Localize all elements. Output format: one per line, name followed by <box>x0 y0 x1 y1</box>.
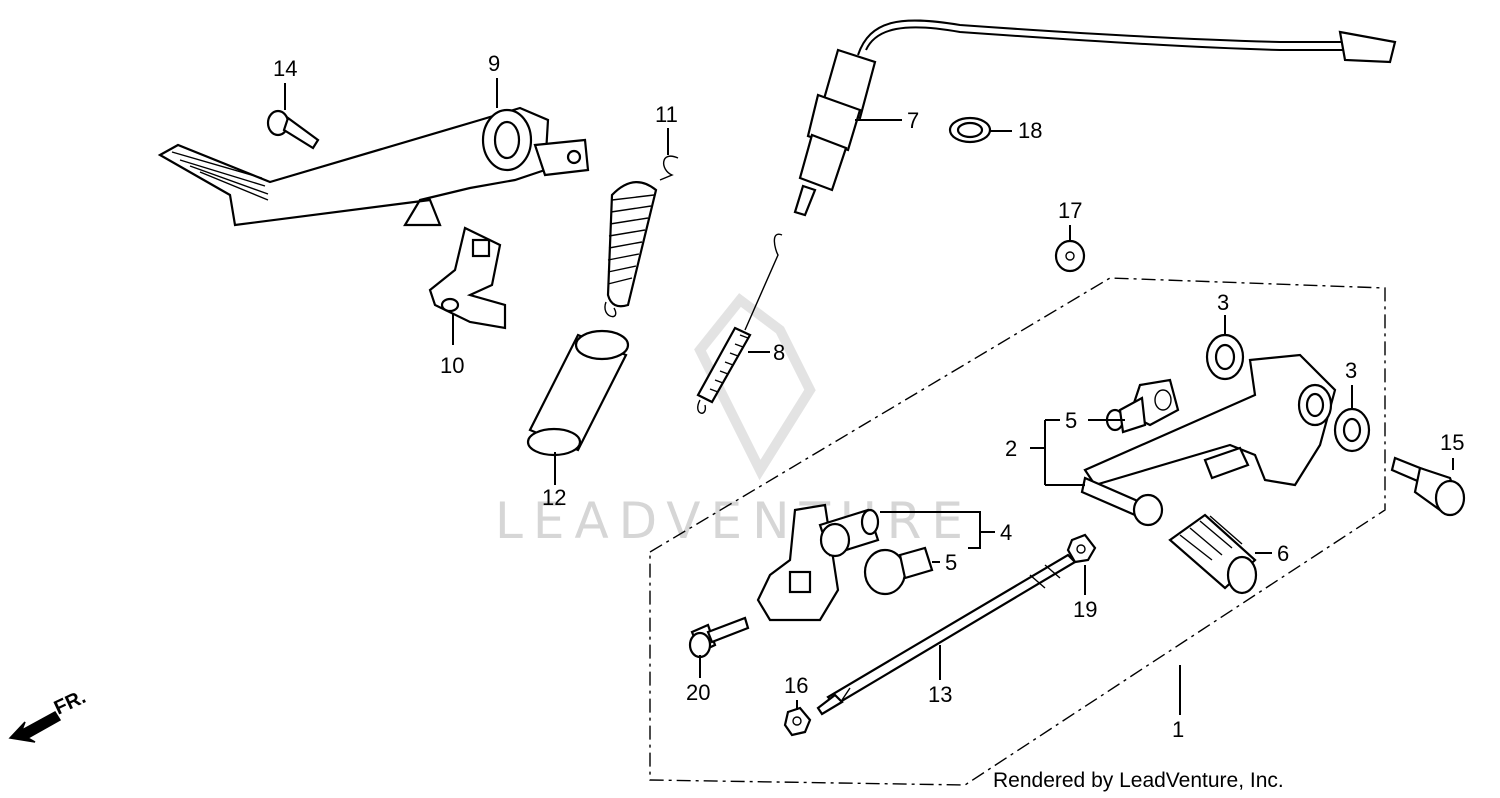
watermark-text: LEADVENTURE <box>495 492 973 550</box>
watermark: LEADVENTURE <box>495 293 973 550</box>
callouts: 14 9 11 7 18 17 10 12 8 3 3 5 2 15 4 5 6… <box>273 51 1464 742</box>
pivot-bolt <box>1390 456 1466 517</box>
callout-6: 6 <box>1277 541 1289 566</box>
switch-spring <box>696 233 783 414</box>
callout-1: 1 <box>1172 717 1184 742</box>
callout-3-right: 3 <box>1345 358 1357 383</box>
callout-4: 4 <box>1000 520 1012 545</box>
assembly-outline <box>649 277 1386 786</box>
callout-12: 12 <box>542 485 566 510</box>
front-direction-arrow: FR. <box>8 686 89 743</box>
nut-19 <box>1066 533 1097 564</box>
clip <box>948 116 992 144</box>
bolt-14 <box>266 109 320 150</box>
brake-switch <box>793 19 1397 217</box>
credit-text: Rendered by LeadVenture, Inc. <box>993 769 1284 792</box>
callout-2: 2 <box>1005 436 1017 461</box>
callout-9: 9 <box>488 51 500 76</box>
bushing-3b <box>1333 407 1371 453</box>
callout-8: 8 <box>773 340 785 365</box>
callout-5-lower: 5 <box>945 550 957 575</box>
callout-7: 7 <box>907 108 919 133</box>
return-spring <box>604 155 679 318</box>
callout-13: 13 <box>928 682 952 707</box>
nut-16 <box>783 706 812 737</box>
switch-bracket <box>428 226 507 330</box>
callout-18: 18 <box>1018 118 1042 143</box>
shift-lever <box>1080 353 1337 527</box>
brake-pedal <box>157 106 590 227</box>
leader-lines <box>284 78 1454 715</box>
callout-3-upper: 3 <box>1217 290 1229 315</box>
sleeve <box>526 329 630 457</box>
callout-15: 15 <box>1440 430 1464 455</box>
callout-19: 19 <box>1073 597 1097 622</box>
bushing-3a <box>1205 333 1245 381</box>
callout-5-upper: 5 <box>1065 408 1077 433</box>
washer-17 <box>1054 239 1086 273</box>
callout-16: 16 <box>784 673 808 698</box>
callout-11: 11 <box>655 102 678 127</box>
rod-end-5-upper <box>1105 378 1180 434</box>
shift-rubber <box>1168 513 1258 595</box>
joint-4 <box>756 503 880 622</box>
callout-10: 10 <box>440 353 464 378</box>
callout-14: 14 <box>273 56 297 81</box>
callout-20: 20 <box>686 680 710 705</box>
callout-17: 17 <box>1058 198 1082 223</box>
bolt-20 <box>688 616 750 659</box>
rod-end-5-lower <box>863 546 934 596</box>
shift-rod <box>816 553 1077 716</box>
